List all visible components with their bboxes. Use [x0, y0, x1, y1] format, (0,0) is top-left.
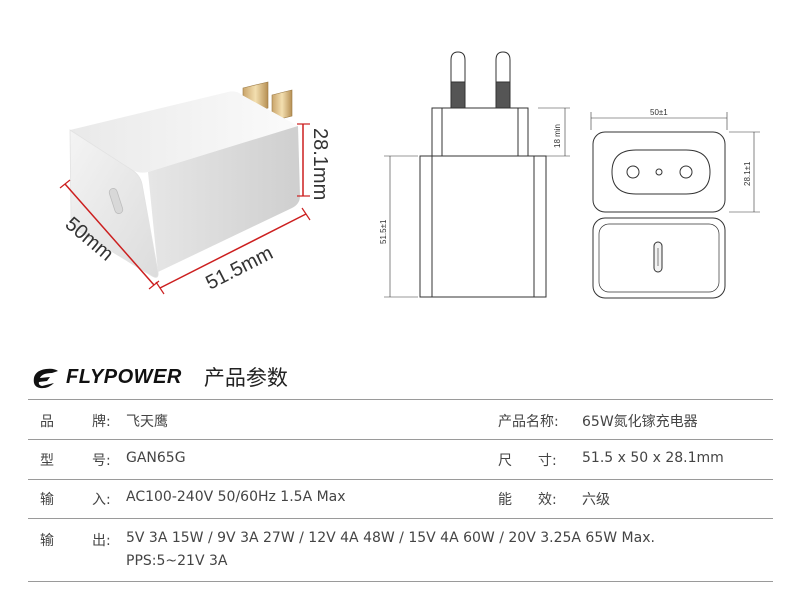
- table-rule-3: [28, 518, 773, 519]
- top-width-dim-label: 50±1: [650, 108, 668, 117]
- front-height-dim-label: 51.5±1: [379, 219, 388, 244]
- table-rule-2: [28, 479, 773, 480]
- model-label-b: 号:: [92, 453, 111, 469]
- charger-3d-illustration: [69, 81, 300, 278]
- output-label-a: 输: [40, 533, 54, 549]
- size-value: 51.5 x 50 x 28.1mm: [582, 450, 724, 466]
- model-label-a: 型: [40, 453, 54, 469]
- product-name-value: 65W氮化镓充电器: [582, 414, 698, 430]
- product-name-label: 产品名称:: [498, 414, 559, 430]
- input-value: AC100-240V 50/60Hz 1.5A Max: [126, 489, 346, 505]
- flypower-logo: FLYPOWER: [30, 365, 182, 389]
- brand-row: FLYPOWER 产品参数: [30, 360, 288, 394]
- front-view-drawing: [384, 51, 570, 298]
- product-figures: 28.1mm 50mm 51.5mm 18: [59, 51, 760, 299]
- size-label-b: 寸:: [538, 453, 557, 469]
- efficiency-value: 六级: [582, 492, 610, 508]
- output-label-b: 出:: [92, 533, 111, 549]
- model-value: GAN65G: [126, 450, 186, 466]
- front-plug-dim-label: 18 min: [553, 124, 562, 148]
- top-height-dim-label: 28.1±1: [743, 161, 752, 186]
- top-view-drawing: [590, 112, 760, 213]
- section-title: 产品参数: [203, 366, 288, 390]
- brand-name: FLYPOWER: [66, 365, 182, 388]
- output-value-line1: 5V 3A 15W / 9V 3A 27W / 12V 4A 48W / 15V…: [126, 530, 655, 546]
- usb-face-drawing: [592, 217, 726, 299]
- efficiency-label-b: 效:: [538, 492, 557, 508]
- output-value-line2: PPS:5~21V 3A: [126, 553, 228, 569]
- table-rule-1: [28, 439, 773, 440]
- brand-value: 飞天鹰: [126, 414, 168, 430]
- efficiency-label-a: 能: [498, 492, 512, 508]
- dimension-height-3d: 28.1mm: [297, 123, 331, 200]
- input-label-b: 入:: [92, 492, 111, 508]
- brand-label-a: 品: [40, 414, 54, 430]
- table-rule-bottom: [28, 581, 773, 582]
- table-rule-top: [28, 399, 773, 400]
- size-label-a: 尺: [498, 453, 512, 469]
- dimension-depth-label: 51.5mm: [202, 242, 276, 294]
- brand-label-b: 牌:: [92, 414, 111, 430]
- flypower-emblem-icon: [33, 368, 58, 389]
- dimension-height-label: 28.1mm: [309, 128, 331, 200]
- input-label-a: 输: [40, 492, 54, 508]
